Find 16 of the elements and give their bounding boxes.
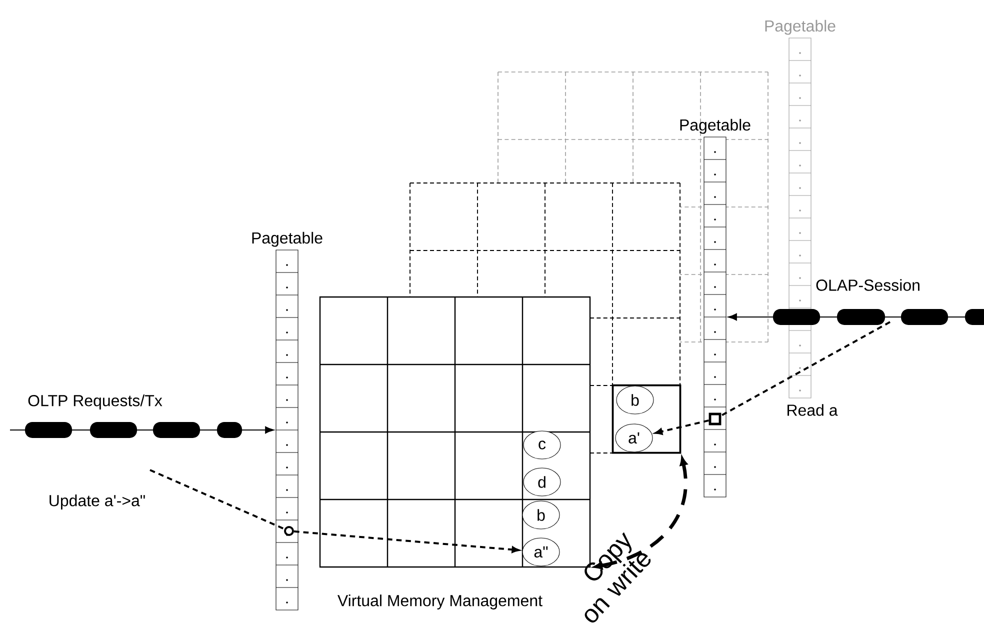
node-label: Pagetable	[765, 20, 836, 35]
node-label: Pagetable	[680, 118, 750, 134]
edge-label: OLTP Requests/Tx	[26, 393, 164, 411]
marker-square	[708, 412, 722, 426]
edge-label: OLAP-Session	[814, 278, 922, 292]
page-table: Pagetable	[252, 232, 322, 610]
edge-label: Update a'->a"	[47, 493, 147, 511]
arrow	[654, 419, 710, 435]
transaction-stream-arrow	[10, 422, 274, 438]
page-table: Pagetable	[680, 118, 750, 498]
node-label: Pagetable	[252, 232, 322, 247]
arrow	[294, 530, 520, 553]
marker-circle	[284, 526, 294, 536]
transaction-stream-arrow	[728, 309, 984, 325]
diagram-label: Virtual Memory Management	[338, 594, 542, 610]
edge-label: Read a	[784, 402, 840, 418]
